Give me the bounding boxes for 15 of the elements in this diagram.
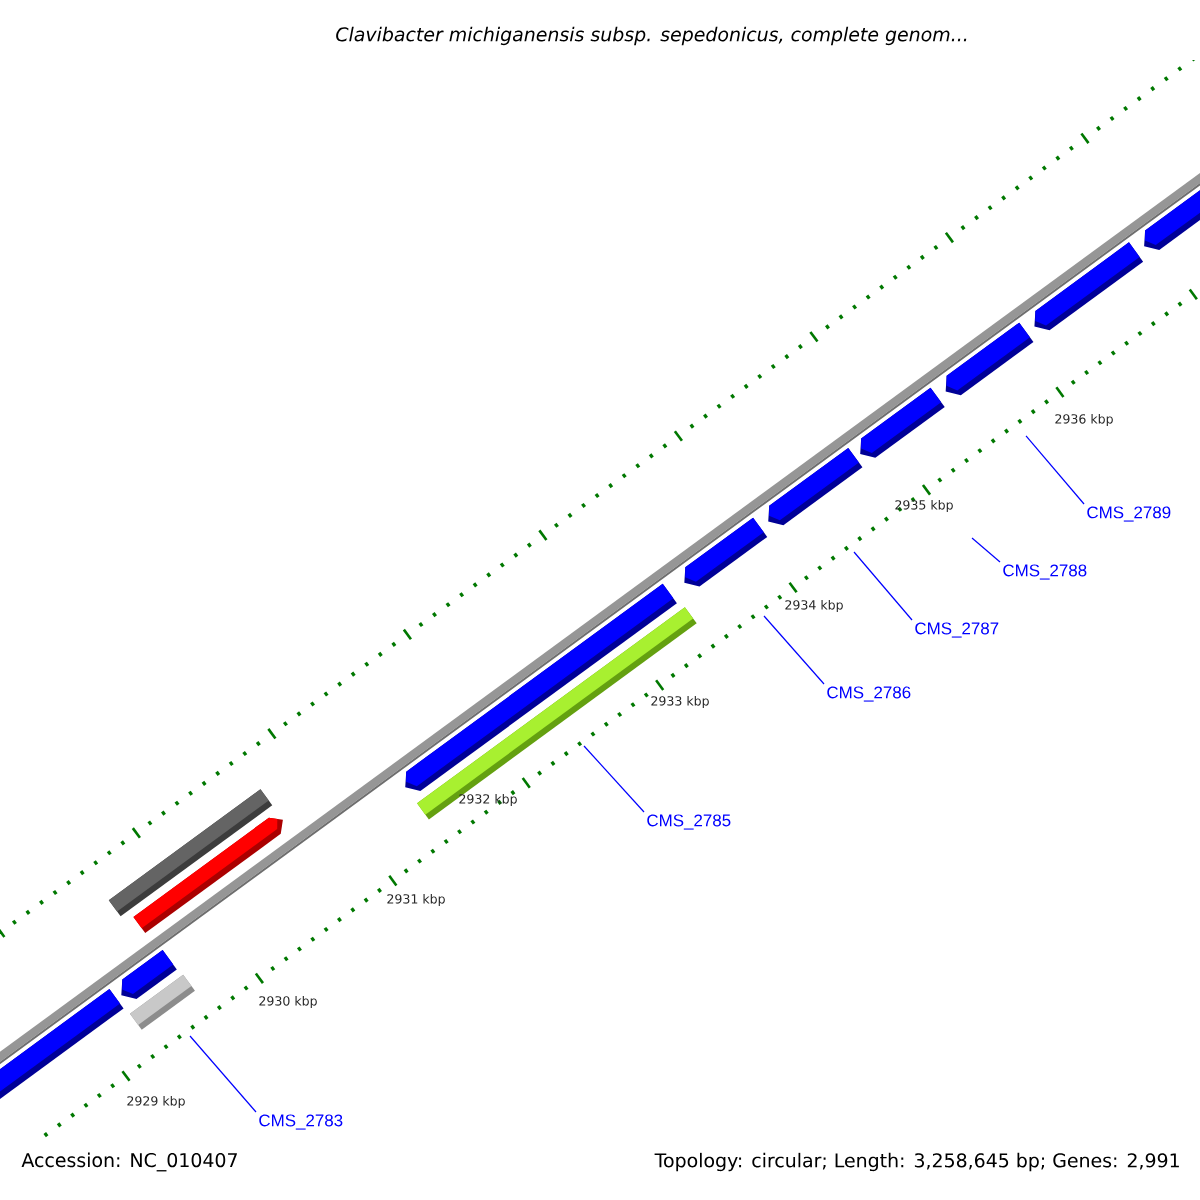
leader-line	[763, 615, 825, 685]
genome-info-text: Topology: circular; Length: 3,258,645 bp; Genes: 2,991	[654, 1152, 1179, 1172]
gene-label: CMS_2786	[827, 686, 911, 702]
title: Clavibacter michiganensis subsp. sepedonicus, complete genom...	[336, 26, 967, 46]
leader-line	[189, 1035, 257, 1113]
gene-label: CMS_2787	[915, 622, 999, 638]
gene-label: CMS_2783	[259, 1114, 343, 1130]
gene-label: CMS_2785	[647, 814, 731, 830]
leader-line	[853, 551, 913, 621]
leader-line	[583, 745, 645, 813]
gene-label: CMS_2789	[1087, 506, 1171, 522]
leader-line	[971, 537, 1001, 563]
accession-text: Accession: NC_010407	[21, 1152, 237, 1172]
leader-line	[1025, 435, 1085, 505]
gene-label: CMS_2788	[1003, 564, 1087, 580]
